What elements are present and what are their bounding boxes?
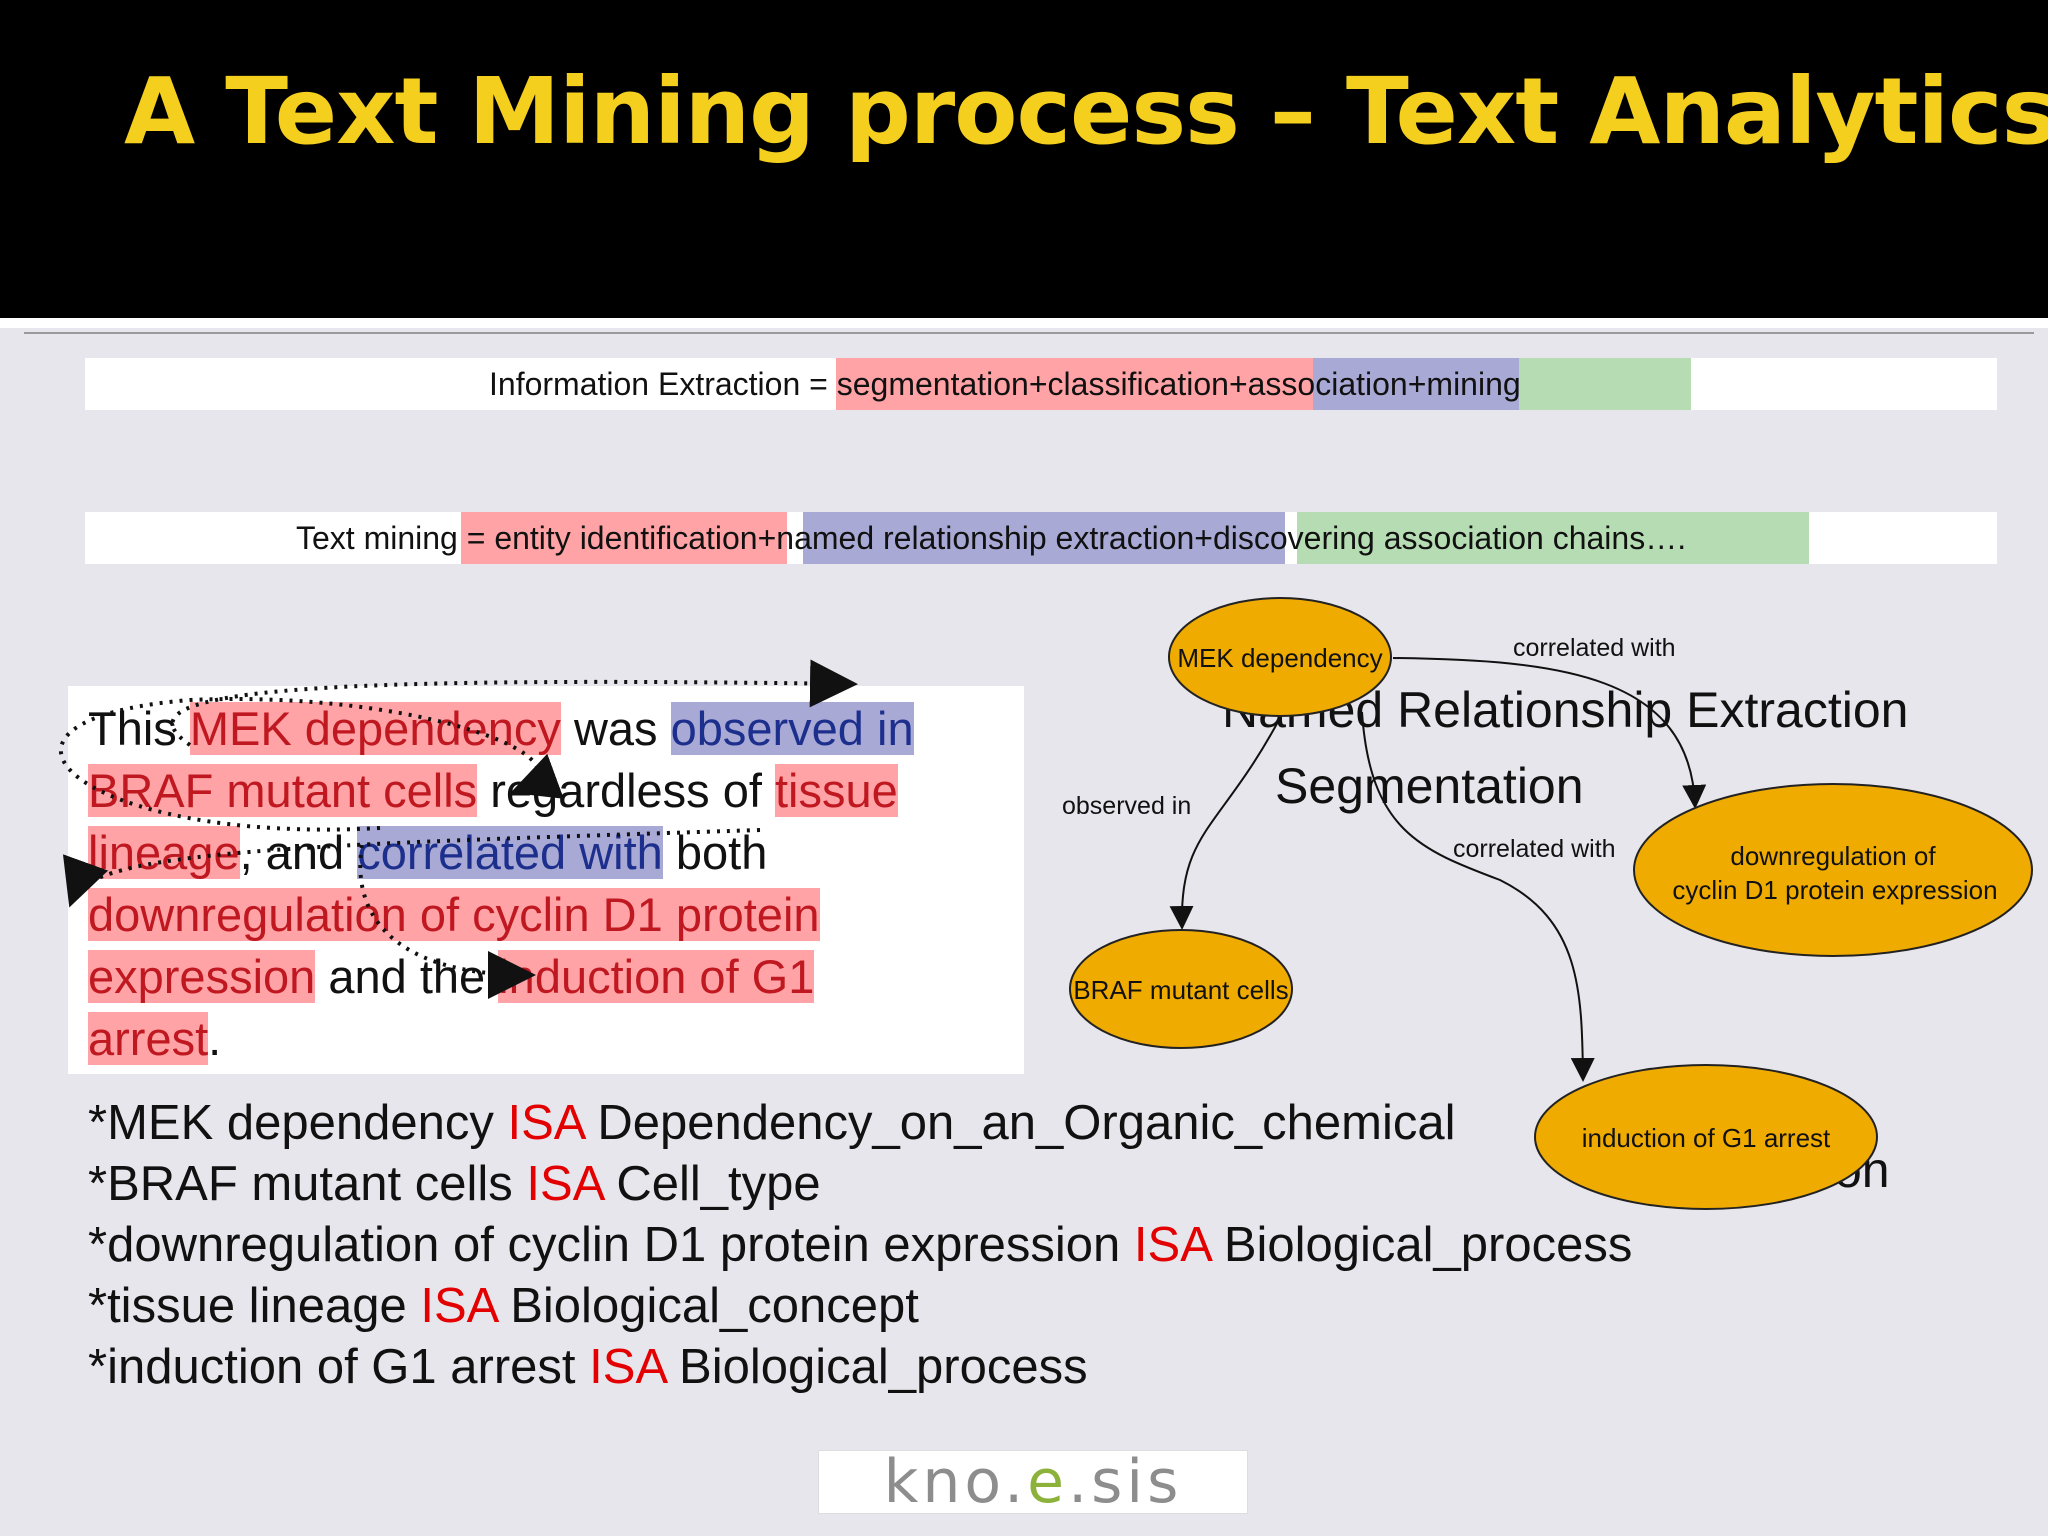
paragraph-line-1: This MEK dependency was observed in: [88, 702, 914, 755]
node-downregulation[interactable]: [1633, 783, 2033, 957]
dotted-arrow-left: [63, 828, 761, 908]
chains-highlight: [1297, 512, 1809, 564]
text-mining-band: Text mining = entity identification+name…: [85, 512, 1997, 564]
paragraph-line-5: expression and the induction of G1: [88, 950, 815, 1003]
dotted-arrow-bottom: [358, 844, 536, 999]
paragraph-line-3: lineage, and correlated with both: [88, 826, 768, 879]
information-extraction-band: Information Extraction = segmentation+cl…: [85, 358, 1997, 410]
slide-title: A Text Mining process – Text Analytics: [124, 58, 2048, 165]
node-mek-dependency[interactable]: [1168, 597, 1392, 717]
edge-correlated-top: [1392, 657, 1707, 809]
isa-line-4: *tissue lineage ISA Biological_concept: [88, 1279, 919, 1333]
relationship-highlight: [803, 512, 1285, 564]
node-induction-g1[interactable]: [1534, 1064, 1878, 1210]
dotted-arrow-loop: [58, 697, 564, 832]
logo-text: kno.e.sis: [883, 1447, 1183, 1517]
isa-line-5: *induction of G1 arrest ISA Biological_p…: [88, 1340, 1088, 1394]
node-label-induction: induction of G1 arrest: [1582, 1123, 1831, 1153]
title-bar: [0, 0, 2048, 318]
node-label-downreg-2: cyclin D1 protein expression: [1672, 875, 1997, 905]
text-mining-formula: Text mining = entity identification+name…: [296, 520, 1687, 556]
paragraph-line-6: arrest.: [88, 1012, 222, 1065]
segmentation-highlight: [836, 358, 1397, 410]
dotted-arrow-top: [170, 659, 858, 747]
edge-observed-in: [1169, 717, 1281, 930]
edge-label-correlated-mid: correlated with: [1453, 835, 1616, 863]
edge-label-observed-in: observed in: [1062, 792, 1191, 820]
node-braf-mutant-cells[interactable]: [1069, 929, 1293, 1049]
title-underline: [0, 318, 2048, 328]
edge-label-correlated-top: correlated with: [1513, 634, 1676, 662]
node-label-braf: BRAF mutant cells: [1073, 975, 1288, 1005]
entity-highlight: [461, 512, 787, 564]
isa-line-3: *downregulation of cyclin D1 protein exp…: [88, 1218, 1633, 1272]
segmentation-label: Segmentation: [1275, 758, 1584, 814]
isa-line-2: *BRAF mutant cells ISA Cell_type: [88, 1157, 821, 1211]
edge-correlated-mid: [1361, 711, 1595, 1082]
divider-line: [24, 332, 2034, 334]
isa-line-1: *MEK dependency ISA Dependency_on_an_Org…: [88, 1096, 1456, 1150]
node-label-mek: MEK dependency: [1177, 643, 1382, 673]
knoesis-logo: kno.e.sis: [818, 1450, 1248, 1514]
paragraph-line-2: BRAF mutant cells regardless of tissue: [88, 764, 898, 817]
information-extraction-formula: Information Extraction = segmentation+cl…: [489, 366, 1521, 402]
node-label-downreg-1: downregulation of: [1730, 841, 1936, 871]
association-highlight: [1313, 358, 1537, 410]
mining-highlight: [1519, 358, 1691, 410]
paragraph-line-4: downregulation of cyclin D1 protein: [88, 888, 820, 941]
